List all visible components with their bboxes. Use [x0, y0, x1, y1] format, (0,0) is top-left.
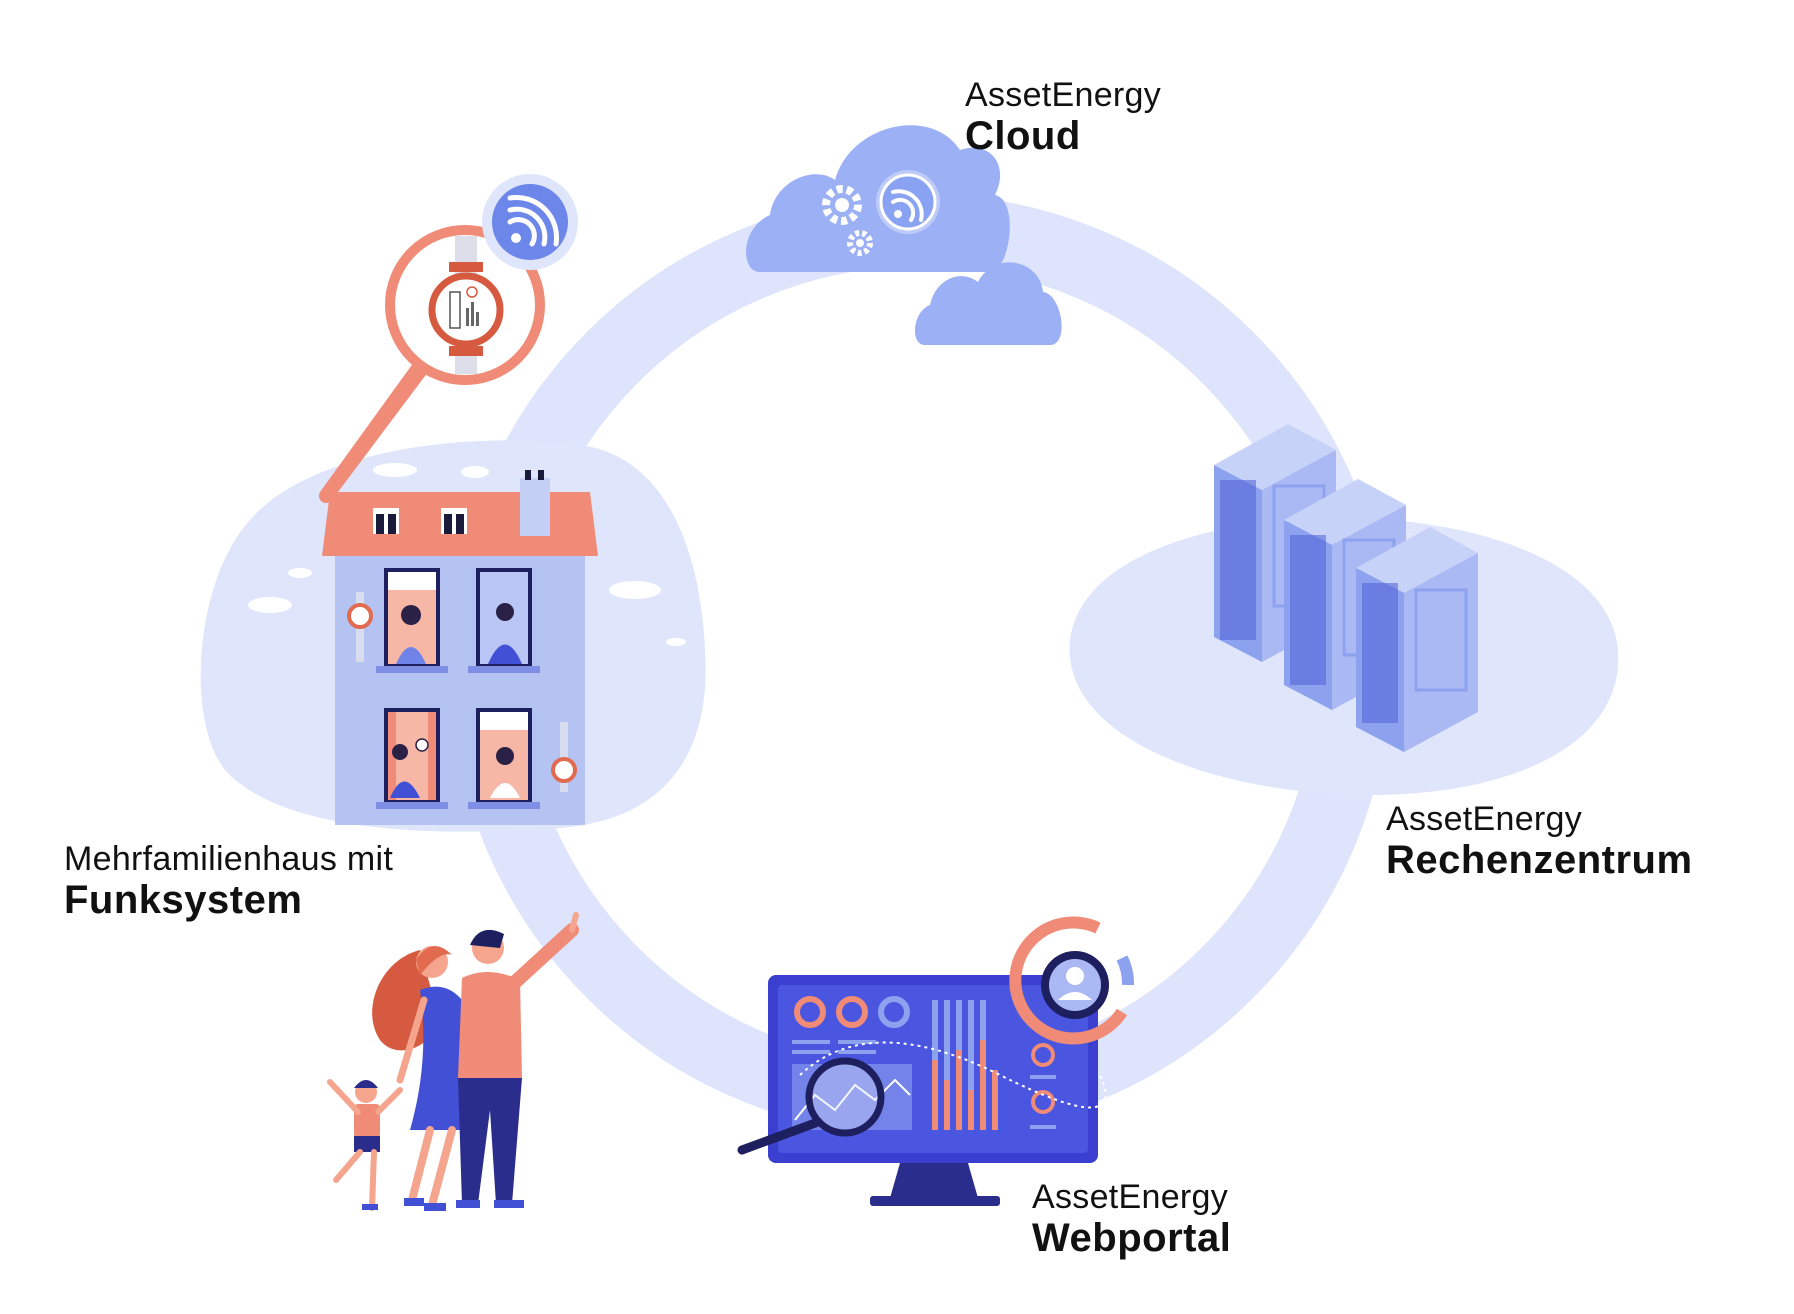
window-top-left — [376, 568, 448, 673]
cloud-shape-large — [746, 125, 1010, 272]
woman-figure — [372, 946, 470, 1211]
house-label-line1: Mehrfamilienhaus mit — [64, 840, 394, 878]
gear-icon — [822, 185, 862, 225]
wifi-icon — [482, 174, 578, 270]
magnifier-icon — [737, 1057, 885, 1155]
screen-bars — [932, 1000, 998, 1130]
zoom-connector — [320, 362, 428, 492]
child-figure — [327, 1079, 403, 1211]
water-meter-icon — [551, 722, 577, 792]
house-label-line2: Funksystem — [64, 878, 303, 923]
house-label: Mehrfamilienhaus mit Funksystem — [64, 840, 393, 923]
cloud-label: AssetEnergy Cloud — [965, 76, 1161, 159]
cloud-illustration — [746, 125, 1062, 345]
window-top-right — [468, 568, 540, 673]
datacenter-label-line1: AssetEnergy — [1386, 800, 1583, 838]
server-icon — [1356, 527, 1478, 752]
webportal-label-line1: AssetEnergy — [1032, 1178, 1229, 1216]
man-figure — [456, 912, 579, 1208]
wifi-icon — [876, 170, 940, 234]
window-bottom-right — [468, 708, 540, 809]
house-illustration — [200, 174, 706, 832]
house-facade — [335, 555, 585, 825]
cloud-shape-small — [914, 262, 1062, 345]
gear-icon — [847, 230, 873, 256]
zoom-meter — [385, 225, 545, 385]
cloud-label-line1: AssetEnergy — [965, 76, 1162, 114]
webportal-label-line2: Webportal — [1032, 1216, 1232, 1261]
webportal-label: AssetEnergy Webportal — [1032, 1178, 1231, 1261]
datacenter-label: AssetEnergy Rechenzentrum — [1386, 800, 1693, 883]
user-icon — [1009, 916, 1134, 1045]
window-bottom-left — [376, 708, 448, 809]
cloud-label-line2: Cloud — [965, 114, 1081, 159]
datacenter-label-line2: Rechenzentrum — [1386, 838, 1693, 883]
webportal-illustration — [737, 916, 1134, 1206]
datacenter-illustration — [1069, 424, 1619, 795]
water-meter-icon — [347, 592, 373, 662]
family-illustration — [327, 912, 579, 1211]
